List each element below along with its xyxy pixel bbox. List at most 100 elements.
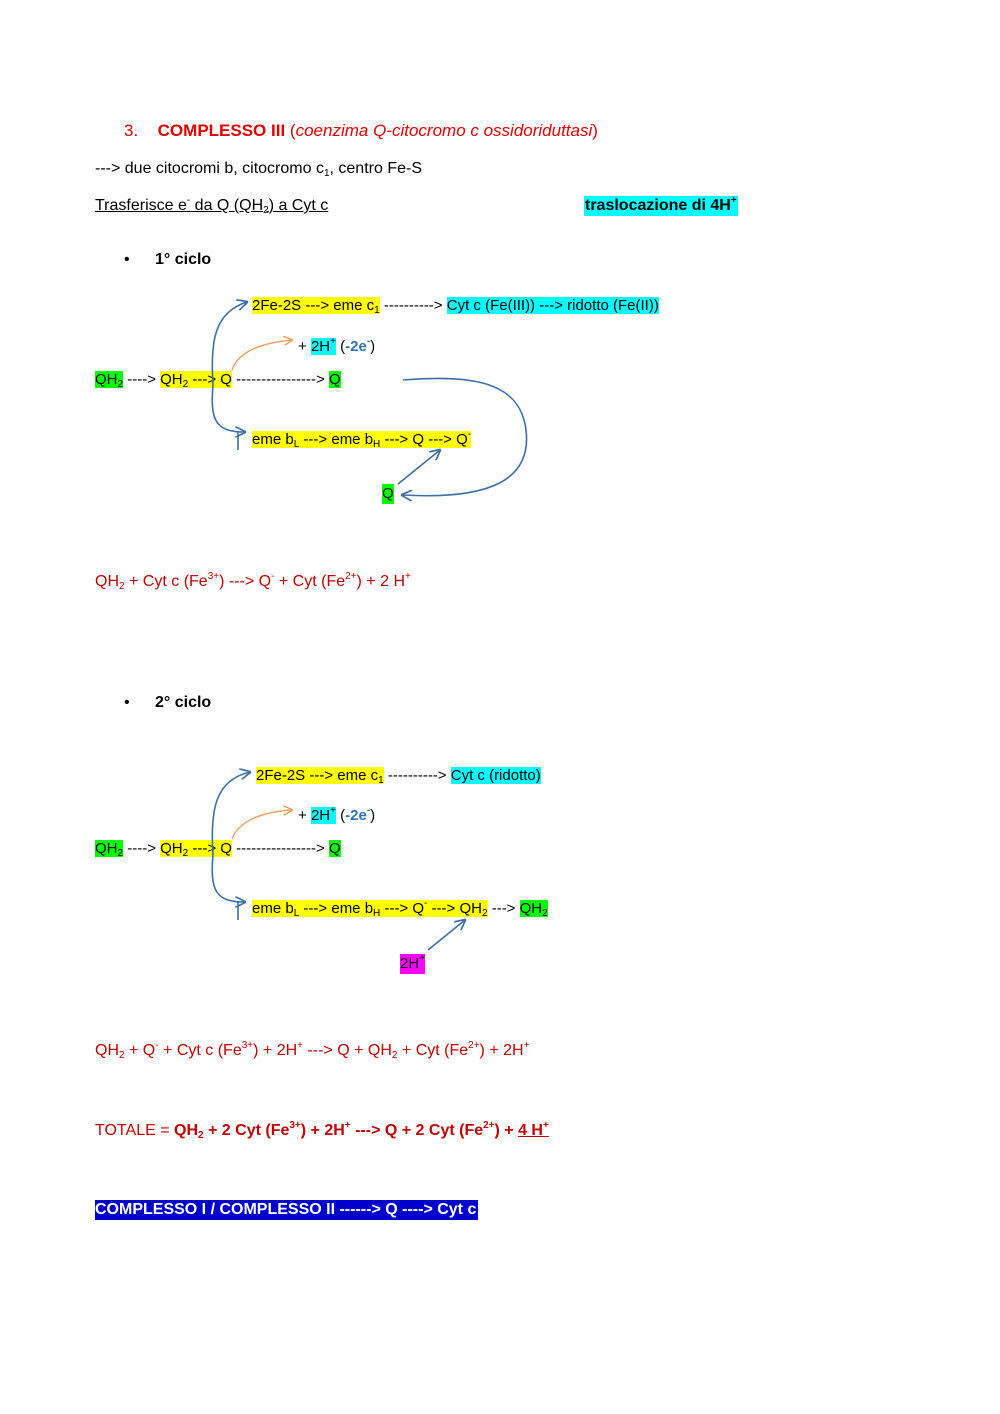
cycle1-cyt-box: Cyt c (Fe(III)) ---> ridotto (Fe(II)) xyxy=(446,297,659,314)
cycle1-label: 1° ciclo xyxy=(155,251,212,268)
eq2-a: QH xyxy=(95,1042,119,1059)
cycle2-proton-arrow xyxy=(231,810,292,840)
cycle2-arrow3: ----------------> xyxy=(231,840,329,857)
eq2-c: + Cyt c (Fe xyxy=(158,1042,242,1059)
cycle1-q-recycle-arrow xyxy=(402,377,528,495)
total-e: ) + xyxy=(494,1122,519,1139)
cycle2-electrons-text: -2e xyxy=(345,807,367,824)
cycle2-2h-text: 2H xyxy=(310,807,331,824)
cycle2-heme-box: eme bL ---> eme bH ---> Q- ---> QH2 xyxy=(252,899,488,919)
cycle2-q-out: Q xyxy=(328,840,341,857)
total-f-sup: + xyxy=(542,1120,549,1131)
cycle2-proton-release: + 2H+ (-2e-) xyxy=(298,806,375,826)
cycle1-qh2-start: QH2 xyxy=(95,371,124,390)
cycle2-heme-a-sub: L xyxy=(293,908,300,919)
total-a: QH xyxy=(174,1122,198,1139)
eq2-g-sup: + xyxy=(523,1040,530,1051)
cycle1-heme-b-sub: H xyxy=(373,439,381,450)
cycle2-2h-box: 2H+ xyxy=(310,805,336,824)
cycle1-close: ) xyxy=(370,338,376,355)
cycle2-top-line: 2Fe-2S ---> eme c1 ----------> Cyt c (ri… xyxy=(256,766,541,786)
cycle1-qh2-box-text: QH xyxy=(160,371,183,388)
cycle1-qh2-start-text: QH xyxy=(95,371,118,388)
cycle1-arrow3: ----------------> xyxy=(231,371,329,388)
eq1-b: + Cyt c (Fe xyxy=(124,573,208,590)
cycle1-q-out: Q xyxy=(328,371,341,388)
cycle2-equation: QH2 + Q- + Cyt c (Fe3+) + 2H+ ---> Q + Q… xyxy=(95,1041,529,1061)
eq1-c-sup: - xyxy=(271,571,275,582)
components-text: ---> due citocromi b, citocromo c xyxy=(95,160,324,177)
eq1-e: ) + 2 H xyxy=(356,573,405,590)
total-equation: TOTALE = QH2 + 2 Cyt (Fe3+) + 2H+ ---> Q… xyxy=(95,1121,549,1141)
cycle1-2h-text: 2H xyxy=(310,338,331,355)
cycle2-bottom-arrow: ---> xyxy=(487,900,520,917)
cycle2-qh2-out: QH2 xyxy=(519,900,548,919)
cycle1-top-dash: ----------> xyxy=(379,297,447,314)
cycle2-cyt-box: Cyt c (ridotto) xyxy=(450,767,541,784)
cycle1-heme-a-sub: L xyxy=(293,439,300,450)
transfer-text-b: da Q (QH xyxy=(190,197,264,214)
cycle2-fe-s-sub: 1 xyxy=(378,775,384,786)
cycle1-heme-c: ---> Q ---> Q xyxy=(380,431,468,448)
cycle2-qh2-start: QH2 xyxy=(95,840,124,859)
cycle1-arrow1: ----> xyxy=(123,371,161,388)
translocation-text: traslocazione di 4H xyxy=(585,197,731,214)
cycle2-fe-s-text: 2Fe-2S ---> eme c xyxy=(256,767,379,784)
cycle1-plus: + xyxy=(298,338,311,355)
cycle2-2h-up-arrow xyxy=(427,920,465,951)
cycle2-electrons-sup: - xyxy=(366,805,371,816)
cycle2-qh2-box: QH2 ---> Q xyxy=(160,840,232,859)
cycle1-fe-s-sub: 1 xyxy=(374,305,380,316)
section-subtitle: coenzima Q-citocromo c ossidoriduttasi xyxy=(295,121,593,140)
eq1-d-sup: 2+ xyxy=(345,571,357,582)
cycle1-top-line: 2Fe-2S ---> eme c1 ----------> Cyt c (Fe… xyxy=(252,296,659,316)
total-label: TOTALE = xyxy=(95,1122,174,1139)
cycle1-branch-down-arrow xyxy=(211,384,245,432)
cycle1-heme-a: eme b xyxy=(252,431,294,448)
cycle1-main-line: QH2 ----> QH2 ---> Q ----------------> Q xyxy=(95,370,341,390)
cycle2-qh2-start-sub: 2 xyxy=(117,848,124,859)
eq2-d-sup: + xyxy=(297,1040,303,1051)
section-title: COMPLESSO III xyxy=(157,121,286,140)
transfer-line: Trasferisce e- da Q (QH2) a Cyt c xyxy=(95,196,328,216)
cycle1-heme-b: ---> eme b xyxy=(299,431,374,448)
cycle2-heme-a: eme b xyxy=(252,900,294,917)
eq1-b-sup: 3+ xyxy=(207,571,220,582)
eq2-e-sub: 2 xyxy=(391,1050,398,1061)
cycle2-arrow1: ----> xyxy=(123,840,161,857)
section-number: 3. xyxy=(124,121,139,140)
cycle2-heme-b: ---> eme b xyxy=(299,900,374,917)
eq1-c: ) ---> Q xyxy=(219,573,272,590)
eq2-a-sub: 2 xyxy=(119,1050,125,1061)
total-d-sup: 2+ xyxy=(483,1120,495,1131)
cycle2-heme-d-sub: 2 xyxy=(481,908,488,919)
components-line: ---> due citocromi b, citocromo c1, cent… xyxy=(95,159,422,179)
cycle1-electrons-text: -2e xyxy=(345,338,367,355)
cycle2-qh2-box-text: QH xyxy=(160,840,183,857)
cycle2-open: ( xyxy=(335,807,346,824)
total-b-sup: 3+ xyxy=(289,1120,301,1131)
cycle2-label: 2° ciclo xyxy=(155,694,212,711)
cycle2-close: ) xyxy=(370,807,376,824)
cycle2-electrons: -2e- xyxy=(345,805,371,825)
cycle2-2h-sup: + xyxy=(330,805,336,816)
transfer-sub: 2 xyxy=(263,205,269,216)
cycle2-plus: + xyxy=(298,807,311,824)
transfer-text-c: ) a Cyt c xyxy=(268,197,329,214)
cycle1-q-recycled: Q xyxy=(382,484,394,504)
total-a-sub: 2 xyxy=(198,1130,204,1141)
cycle2-qh2-out-text: QH xyxy=(519,900,543,917)
cycle2-heme-b-sub: H xyxy=(373,908,381,919)
eq1-a-sub: 2 xyxy=(119,581,125,592)
eq2-f: + Cyt (Fe xyxy=(397,1042,469,1059)
cycle1-q-up-arrow xyxy=(397,450,440,485)
cycle2-heme-c: ---> Q xyxy=(380,900,425,917)
cycle2-qh2-start-text: QH xyxy=(95,840,118,857)
translocation-sup: + xyxy=(730,195,737,206)
cycle1-electrons: -2e- xyxy=(345,337,370,356)
eq2-f-sup: 2+ xyxy=(468,1040,480,1051)
cycle2-2h-matrix-text: 2H xyxy=(400,955,420,972)
cycle2-main-line: QH2 ----> QH2 ---> Q ----------------> Q xyxy=(95,839,341,859)
cycle1-fe-s-text: 2Fe-2S ---> eme c xyxy=(252,297,375,314)
eq2-d: ) + 2H xyxy=(253,1042,298,1059)
